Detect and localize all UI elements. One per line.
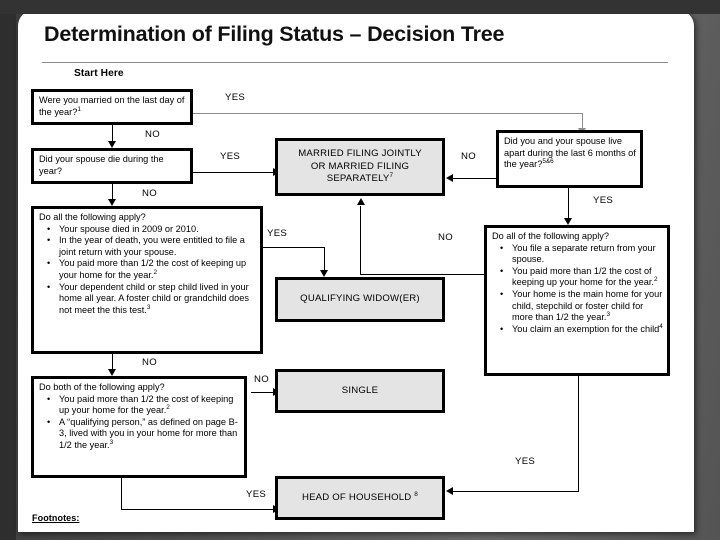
edge-label-single-no: NO xyxy=(254,374,269,385)
result-label: QUALIFYING WIDOW(ER) xyxy=(300,293,420,305)
footnote-ref: 8 xyxy=(414,490,419,498)
result-qualifying-widower[interactable]: QUALIFYING WIDOW(ER) xyxy=(275,277,445,322)
node-bullet-list: You paid more than 1/2 the cost of keepi… xyxy=(39,394,240,452)
edge-label-hoh-yes: YES xyxy=(246,489,267,500)
title-divider xyxy=(42,62,668,63)
result-label: SINGLE xyxy=(341,384,379,396)
list-item: You claim an exemption for the child4 xyxy=(500,322,663,336)
edge-live-apart-yes-vertical xyxy=(567,188,569,220)
edge-hoh-yes-vertical xyxy=(120,478,122,510)
node-were-you-married[interactable]: Were you married on the last day of the … xyxy=(31,89,193,125)
list-item: A “qualifying person,” as defined on pag… xyxy=(47,417,240,452)
footnote-ref: 2 xyxy=(653,276,658,284)
footnotes-label: Footnotes: xyxy=(32,513,80,523)
arrowhead-separate-yes xyxy=(446,487,453,495)
footnote-ref: 2 xyxy=(166,404,170,412)
edge-spouse-died-no-vertical xyxy=(111,184,113,201)
edge-label-married-no: NO xyxy=(145,129,160,140)
footnote-ref: 2 xyxy=(153,268,158,276)
edge-separate-no-vertical xyxy=(360,206,362,274)
result-single[interactable]: SINGLE xyxy=(275,369,445,413)
list-item: You paid more than 1/2 the cost of keepi… xyxy=(47,394,240,417)
edge-single-no-horizontal xyxy=(251,392,275,394)
node-did-you-live-apart[interactable]: Did you and your spouse live apart durin… xyxy=(496,130,643,188)
edge-married-yes-horizontal xyxy=(193,113,583,115)
edge-separate-yes-horizontal xyxy=(453,491,579,493)
edge-label-live-apart-no: NO xyxy=(461,151,476,162)
footnote-ref: 4 xyxy=(659,322,663,330)
list-item: You file a separate return from your spo… xyxy=(500,243,663,266)
list-item: You paid more than 1/2 the cost of keepi… xyxy=(500,266,663,289)
edge-married-yes-vertical xyxy=(581,113,583,130)
edge-married-no-vertical xyxy=(111,125,113,143)
edge-spouse-died-yes-horizontal xyxy=(193,172,275,174)
footnote-ref: 5&6 xyxy=(542,158,554,166)
arrowhead-widow-yes xyxy=(320,270,328,277)
footnote-ref: 1 xyxy=(77,105,81,113)
edge-label-live-apart-yes: YES xyxy=(593,195,614,206)
edge-label-widow-yes: YES xyxy=(267,228,288,239)
edge-widow-no-vertical xyxy=(111,354,113,371)
edge-separate-no-horizontal xyxy=(360,274,484,276)
list-item: Your spouse died in 2009 or 2010. xyxy=(47,224,256,236)
node-do-all-following-apply-widow[interactable]: Do all the following apply? Your spouse … xyxy=(31,206,263,354)
list-item: Your home is the main home for your chil… xyxy=(500,289,663,324)
arrowhead-widow-no xyxy=(108,369,116,376)
edge-widow-yes-horizontal xyxy=(263,247,325,249)
arrowhead-spouse-died-no xyxy=(108,199,116,206)
edge-widow-yes-vertical xyxy=(323,247,325,272)
edge-label-married-yes: YES xyxy=(225,92,246,103)
edge-label-spouse-died-no: NO xyxy=(142,188,157,199)
decision-tree-diagram: Start Here Were you married on the last … xyxy=(18,10,694,532)
footnote-ref: 7 xyxy=(389,172,394,180)
node-do-both-following-apply-hoh[interactable]: Do both of the following apply? You paid… xyxy=(31,376,247,478)
edge-label-spouse-died-yes: YES xyxy=(220,151,241,162)
footnote-ref: 3 xyxy=(109,438,114,446)
arrowhead-live-apart-no xyxy=(446,174,453,182)
page-title: Determination of Filing Status – Decisio… xyxy=(44,22,505,46)
arrowhead-separate-no xyxy=(356,198,365,205)
node-question: Did you and your spouse live apart durin… xyxy=(504,136,636,170)
node-question: Do all of the following apply? xyxy=(492,231,609,241)
start-here-label: Start Here xyxy=(74,68,124,79)
edge-separate-yes-vertical xyxy=(577,376,579,492)
edge-label-hoh-entry-no: NO xyxy=(142,357,157,368)
result-label: MARRIED FILING JOINTLY OR MARRIED FILING… xyxy=(298,148,422,185)
list-item: In the year of death, you were entitled … xyxy=(47,235,256,258)
node-did-spouse-die[interactable]: Did your spouse die during the year? xyxy=(31,148,193,184)
result-label: HEAD OF HOUSEHOLD 8 xyxy=(301,490,419,503)
node-question: Did your spouse die during the year? xyxy=(39,154,164,176)
node-do-all-following-apply-separate[interactable]: Do all of the following apply? You file … xyxy=(484,225,670,376)
node-question: Were you married on the last day of the … xyxy=(39,95,185,117)
edge-hoh-yes-horizontal xyxy=(120,509,276,511)
footnote-ref: 3 xyxy=(146,303,151,311)
result-head-of-household[interactable]: HEAD OF HOUSEHOLD 8 xyxy=(275,476,445,520)
result-married-filing-jointly-or-separately[interactable]: MARRIED FILING JOINTLY OR MARRIED FILING… xyxy=(275,138,445,196)
arrowhead-live-apart-yes xyxy=(564,218,572,225)
list-item: Your dependent child or step child lived… xyxy=(47,282,256,317)
footnote-ref: 3 xyxy=(606,311,611,319)
list-item: You paid more than 1/2 the cost of keepi… xyxy=(47,258,256,281)
node-question: Do both of the following apply? xyxy=(39,382,165,392)
edge-label-separate-no: NO xyxy=(438,232,453,243)
node-bullet-list: Your spouse died in 2009 or 2010. In the… xyxy=(39,224,256,317)
edge-live-apart-no-horizontal xyxy=(453,178,496,180)
edge-label-separate-yes: YES xyxy=(515,456,536,467)
node-bullet-list: You file a separate return from your spo… xyxy=(492,243,663,336)
slide-content-card: Determination of Filing Status – Decisio… xyxy=(18,10,694,532)
node-question: Do all the following apply? xyxy=(39,212,146,222)
arrowhead-married-no xyxy=(108,141,116,148)
